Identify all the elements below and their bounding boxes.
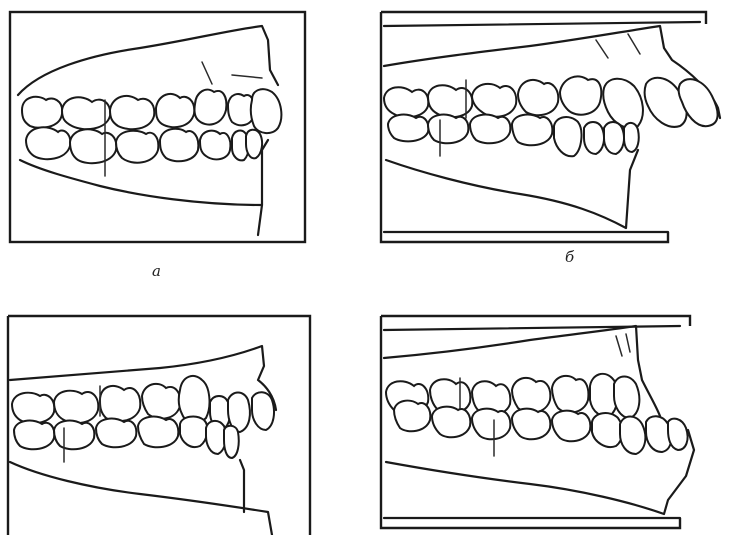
panel-b-gum-lines <box>596 34 640 58</box>
panel-a-upper-teeth <box>22 89 281 133</box>
panel-a-gum-lines <box>202 62 262 84</box>
panel-a-chin-line <box>258 205 262 235</box>
panel-c <box>8 316 310 535</box>
panel-a-upper-jaw-outline <box>18 26 278 95</box>
panel-d <box>381 316 694 528</box>
panel-b-top-edge <box>384 22 700 26</box>
panel-b-lower-jaw-outline <box>386 150 638 228</box>
panel-c-chin-line <box>240 460 244 512</box>
panel-c-lower-teeth <box>14 417 239 458</box>
panel-c-lower-jaw-outline <box>10 462 272 535</box>
panel-a-caption: a <box>152 262 161 280</box>
panel-a <box>10 12 305 242</box>
panel-b-caption: б <box>565 248 574 266</box>
panel-b <box>381 12 720 242</box>
panel-d-gum-lines <box>616 334 630 356</box>
panel-a-lower-teeth <box>26 127 262 163</box>
panel-b-lower-teeth <box>388 115 639 157</box>
